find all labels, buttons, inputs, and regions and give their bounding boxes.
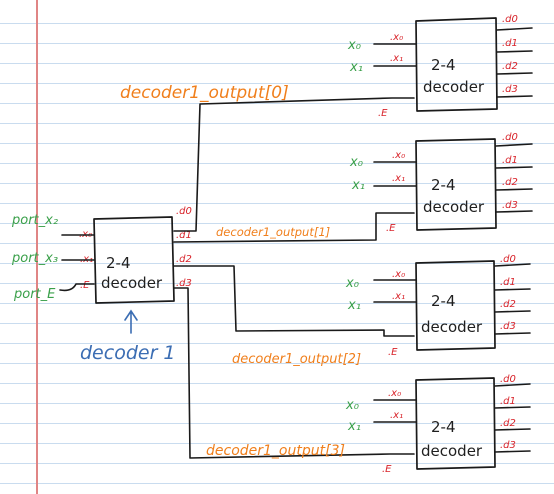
sub-decoder-2-signal-x0: x₀ <box>345 276 360 291</box>
sub-decoder-2-input-e: .E <box>388 347 398 358</box>
sub-decoder-3-output-d3: .d3 <box>500 440 516 451</box>
bus-label-0: decoder1_output[0] <box>120 83 289 103</box>
sub-decoder-3-output-d0: .d0 <box>500 374 516 385</box>
decoder-1-output-d2: .d2 <box>176 254 192 265</box>
sub-decoder-3-output-d2: .d2 <box>500 418 516 429</box>
sub-decoder-1-output-d0: .d0 <box>502 132 518 143</box>
sub-decoder-0: 2-4 decoder .x₀ .x₁ .E x₀ x₁ .d0 .d1 .d2… <box>347 14 533 119</box>
sub-decoder-1: 2-4 decoder .x₀ .x₁ .E x₀ x₁ .d0 .d1 .d2… <box>349 132 533 234</box>
sub-decoder-2-signal-x1: x₁ <box>347 298 361 313</box>
sub-decoder-2-output-d2: .d2 <box>500 299 516 310</box>
sub-decoder-2-input-wires <box>373 279 417 303</box>
bus-label-1: decoder1_output[1] <box>216 225 330 239</box>
sub-decoder-2-input-x0: .x₀ <box>392 269 405 280</box>
sub-decoder-1-input-x0: .x₀ <box>392 150 405 161</box>
sub-decoder-0-label-line2: decoder <box>423 78 485 96</box>
port-e-label: port_E <box>13 287 56 302</box>
sub-decoder-2-label-line1: 2-4 <box>431 292 456 310</box>
sub-decoder-3-signal-x1: x₁ <box>347 419 361 434</box>
sub-decoder-3-label-line2: decoder <box>421 442 483 460</box>
sub-decoder-3-input-x1: .x₁ <box>390 410 403 421</box>
sub-decoder-3-output-d1: .d1 <box>500 396 516 407</box>
sub-decoder-1-label-line2: decoder <box>423 198 485 216</box>
port-x2-label: port_x₂ <box>11 213 58 228</box>
sub-decoder-3-output-wires <box>494 383 531 453</box>
sub-decoder-0-input-x1: .x₁ <box>390 53 403 64</box>
sub-decoder-1-output-wires <box>495 143 533 213</box>
sub-decoder-0-output-d2: .d2 <box>502 61 518 72</box>
bus-wire-d3 <box>173 287 415 459</box>
bus-label-2: decoder1_output[2] <box>232 352 361 367</box>
sub-decoder-2: 2-4 decoder .x₀ .x₁ .E x₀ x₁ .d0 .d1 .d2… <box>345 254 531 358</box>
external-ports: port_x₂ port_x₃ port_E <box>11 213 58 302</box>
decoder-1-caption: decoder 1 <box>80 342 176 364</box>
sub-decoder-2-output-d3: .d3 <box>500 321 516 332</box>
sub-decoder-3-label-line1: 2-4 <box>431 418 456 436</box>
sub-decoder-0-signal-x1: x₁ <box>349 60 363 75</box>
sub-decoder-2-box <box>415 260 496 351</box>
decoder-1-pointer-arrow <box>124 309 138 334</box>
decoder-1-label-line1: 2-4 <box>106 254 131 272</box>
decoder-1-output-d3: .d3 <box>176 278 192 289</box>
sub-decoder-2-output-d1: .d1 <box>500 277 516 288</box>
bus-wire-d0 <box>173 97 415 232</box>
sub-decoder-1-signal-x1: x₁ <box>351 178 365 193</box>
sub-decoder-2-input-x1: .x₁ <box>392 291 405 302</box>
sub-decoder-0-output-wires <box>496 27 533 98</box>
sub-decoder-3-input-e: .E <box>382 464 392 475</box>
sub-decoder-1-input-e: .E <box>386 223 396 234</box>
sub-decoder-0-output-d3: .d3 <box>502 84 518 95</box>
decoder-1-output-d1: .d1 <box>176 230 192 241</box>
sub-decoder-3-input-x0: .x₀ <box>388 388 401 399</box>
sub-decoder-1-output-d2: .d2 <box>502 177 518 188</box>
sub-decoder-0-input-e: .E <box>378 108 388 119</box>
sub-decoder-3-signal-x0: x₀ <box>345 398 360 413</box>
sub-decoder-3-box <box>415 377 496 470</box>
sub-decoder-1-output-d1: .d1 <box>502 155 518 166</box>
sub-decoder-0-input-x0: .x₀ <box>390 32 403 43</box>
bus-wire-d1 <box>173 212 415 243</box>
sub-decoder-2-output-wires <box>494 263 531 335</box>
sub-decoder-0-input-wires <box>373 43 417 67</box>
sub-decoder-1-box <box>415 138 497 231</box>
sub-decoder-1-input-x1: .x₁ <box>392 173 405 184</box>
decoder-1-input-e: .E <box>80 280 90 291</box>
sub-decoder-2-label-line2: decoder <box>421 318 483 336</box>
sub-decoder-1-input-wires <box>373 161 417 187</box>
port-x3-label: port_x₃ <box>11 251 58 266</box>
sub-decoder-3-input-wires <box>373 399 417 423</box>
bus-wire-d2 <box>173 265 415 337</box>
decoder-1-box <box>93 216 175 304</box>
sub-decoder-1-output-d3: .d3 <box>502 200 518 211</box>
bus-label-3: decoder1_output[3] <box>206 443 345 459</box>
decoder-1-label-line2: decoder <box>101 274 163 292</box>
sub-decoder-0-signal-x0: x₀ <box>347 38 362 53</box>
sub-decoder-0-box <box>415 17 498 112</box>
sub-decoder-1-signal-x0: x₀ <box>349 155 364 170</box>
sub-decoder-0-output-d1: .d1 <box>502 38 518 49</box>
sub-decoder-0-label-line1: 2-4 <box>431 56 456 74</box>
decoder-1-output-d0: .d0 <box>176 206 192 217</box>
sub-decoder-1-label-line1: 2-4 <box>431 176 456 194</box>
paper-margin-line <box>36 0 38 494</box>
sub-decoder-0-output-d0: .d0 <box>502 14 518 25</box>
decoder-1-input-wire-e <box>59 283 95 292</box>
decoder-1: 2-4 decoder .x₀ .x₁ .E .d0 .d1 .d2 .d3 <box>59 206 192 304</box>
sub-decoder-3: 2-4 decoder .x₀ .x₁ .E x₀ x₁ .d0 .d1 .d2… <box>345 374 531 475</box>
sub-decoder-2-output-d0: .d0 <box>500 254 516 265</box>
